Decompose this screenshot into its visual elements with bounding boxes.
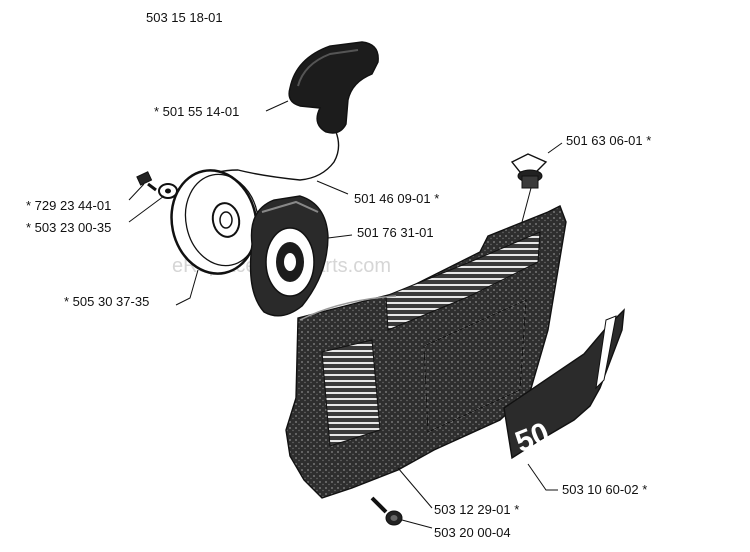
pulley bbox=[170, 169, 260, 275]
leader-lines bbox=[128, 100, 563, 529]
assembly-number: 503 15 18-01 bbox=[146, 10, 223, 25]
label-starter-housing: 503 12 29-01 * bbox=[434, 502, 519, 517]
leader-grommet-label bbox=[547, 142, 563, 154]
label-screw: * 729 23 44-01 bbox=[26, 198, 111, 213]
leader-screw bbox=[128, 183, 145, 201]
leader-decal bbox=[527, 463, 558, 491]
label-spring-cover: 501 76 31-01 bbox=[357, 225, 434, 240]
leader-washer bbox=[128, 195, 165, 223]
starter-housing bbox=[285, 205, 567, 499]
leader-rope bbox=[316, 180, 349, 195]
label-handle: * 501 55 14-01 bbox=[154, 104, 239, 119]
leader-housing-screw bbox=[401, 519, 433, 529]
leader-housing bbox=[397, 467, 433, 509]
label-grommet: 501 63 06-01 * bbox=[566, 133, 651, 148]
housing-screw bbox=[370, 496, 403, 526]
label-washer: * 503 23 00-35 bbox=[26, 220, 111, 235]
label-housing-screw: 503 20 00-04 bbox=[434, 525, 511, 540]
label-decal: 503 10 60-02 * bbox=[562, 482, 647, 497]
label-pulley: * 505 30 37-35 bbox=[64, 294, 149, 309]
leader-handle bbox=[265, 100, 289, 112]
starter-handle bbox=[288, 41, 379, 134]
starter-rope bbox=[203, 131, 340, 181]
grommet bbox=[510, 153, 548, 189]
label-rope: 501 46 09-01 * bbox=[354, 191, 439, 206]
leader-spring-cover bbox=[327, 234, 353, 239]
screw bbox=[136, 171, 157, 192]
leader-pulley bbox=[175, 269, 199, 306]
leader-grommet bbox=[521, 187, 532, 223]
spring-cover bbox=[249, 195, 329, 317]
